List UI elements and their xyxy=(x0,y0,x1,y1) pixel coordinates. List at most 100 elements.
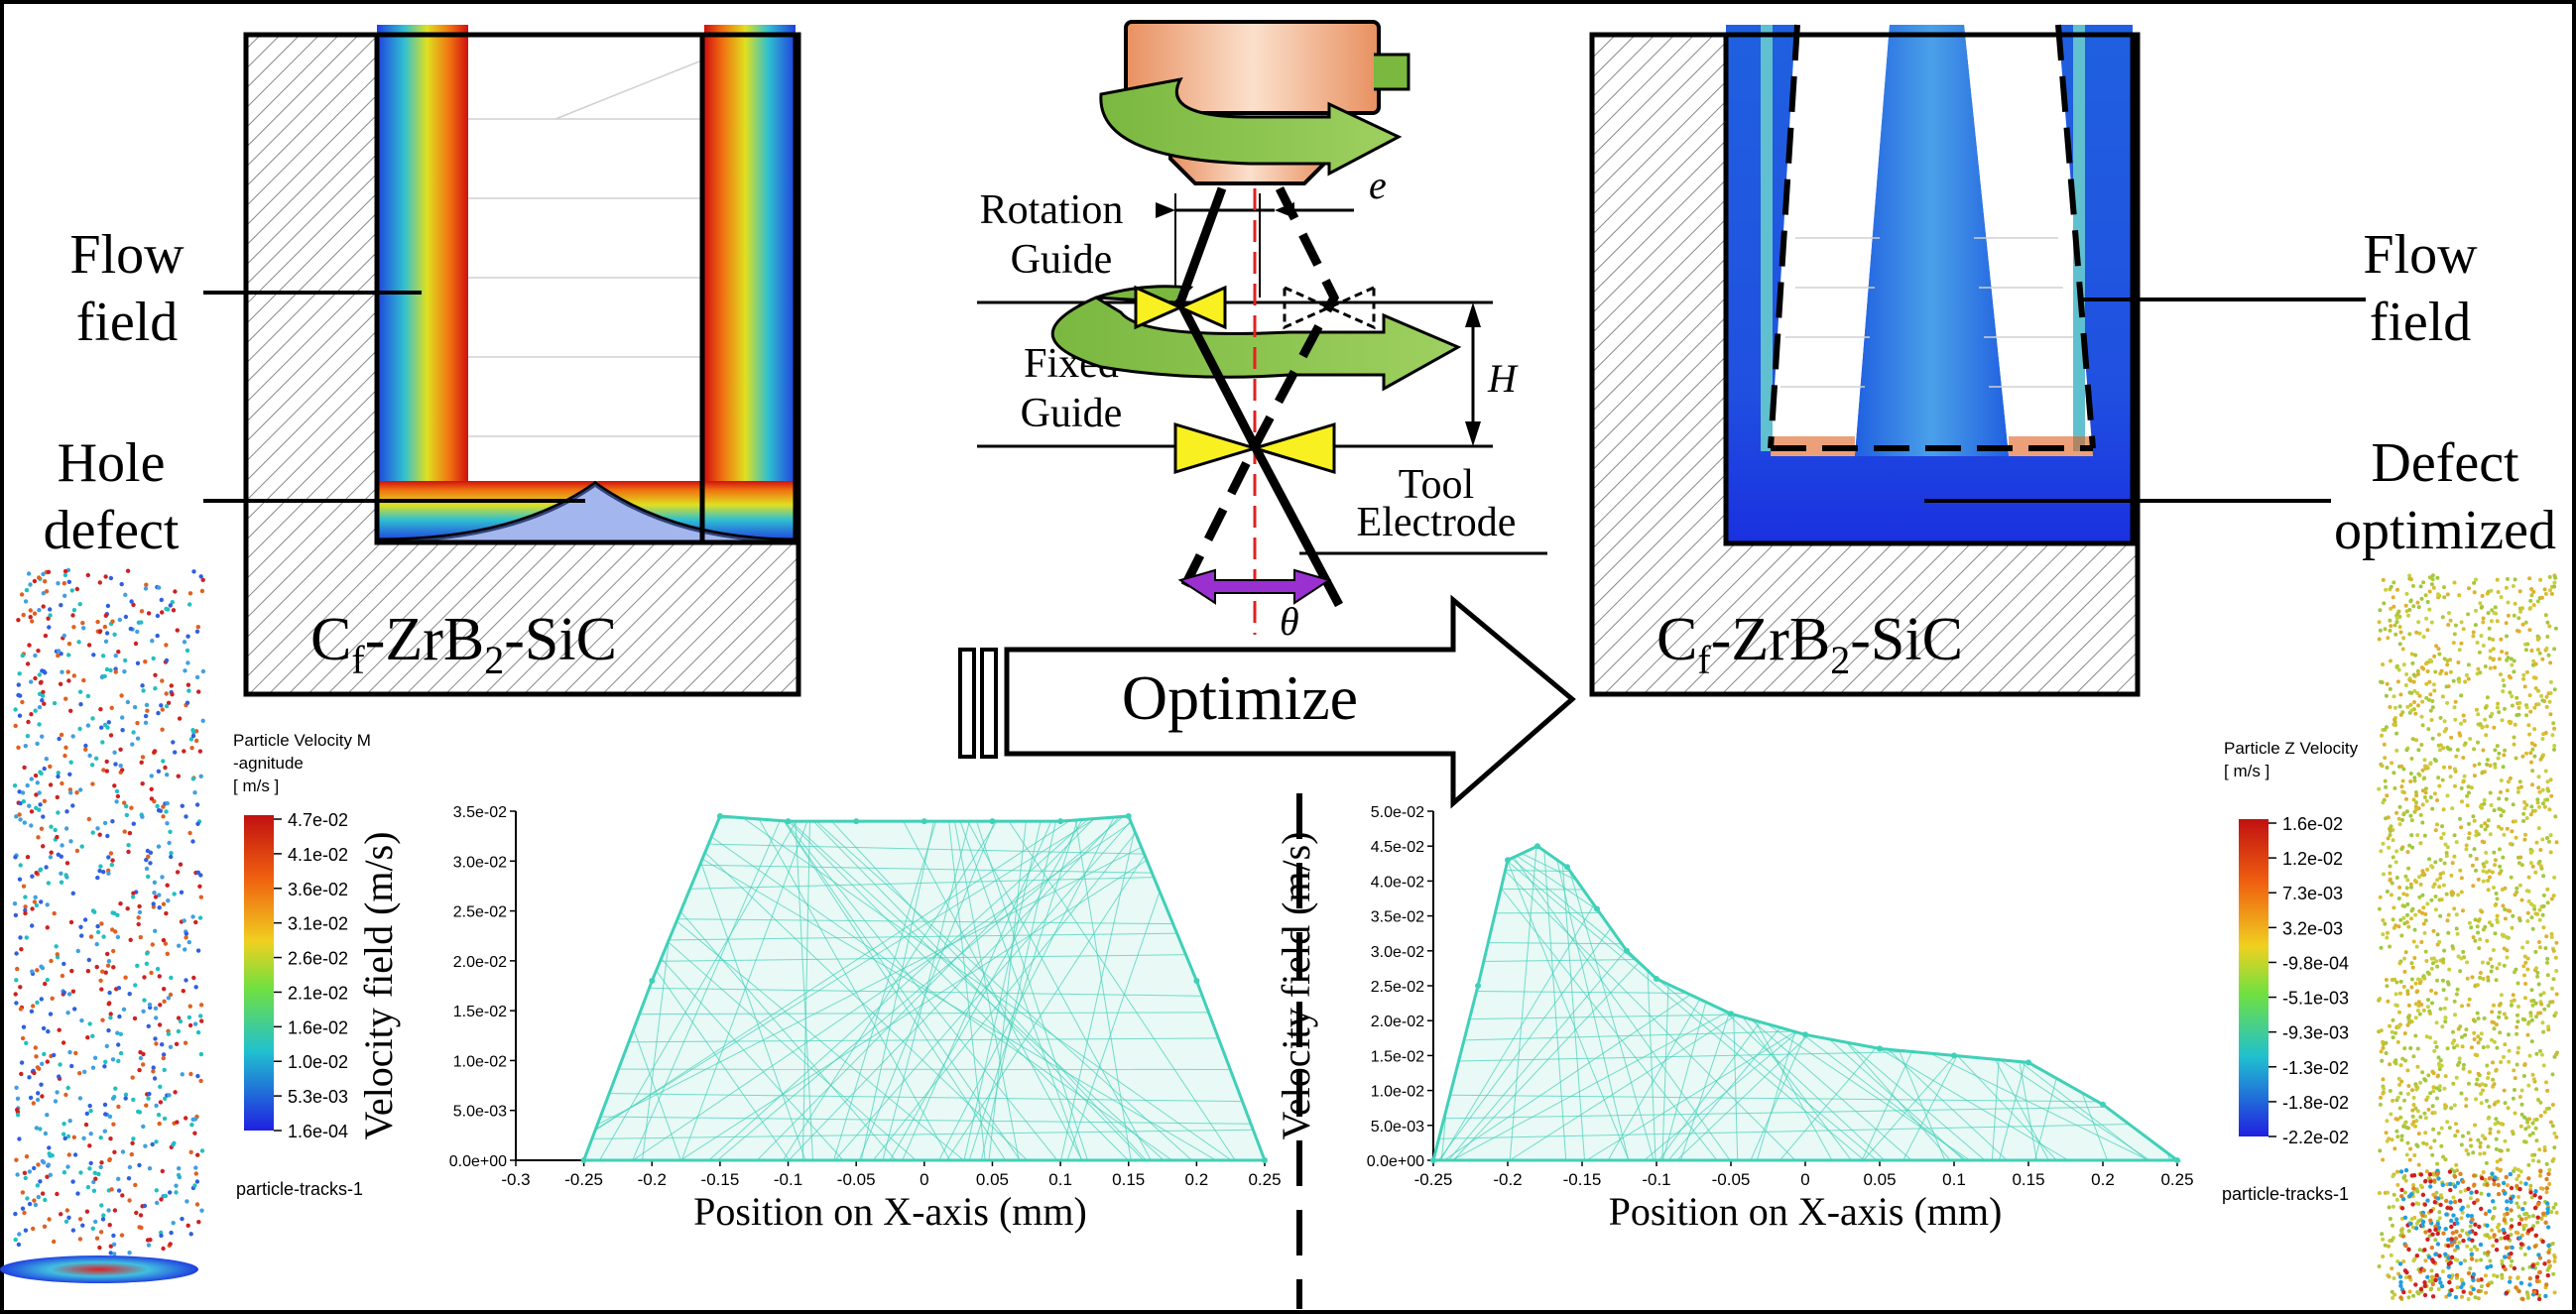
chart0-point-3 xyxy=(785,818,792,825)
chart0-ytick-7: 3.5e-02 xyxy=(453,804,507,821)
chart0-point-4 xyxy=(853,818,860,825)
right-legend-tick-8: -1.8e-02 xyxy=(2282,1093,2349,1113)
chart0-xtick-6: 0 xyxy=(920,1170,928,1189)
chart0-ytick-3: 1.5e-02 xyxy=(453,1004,507,1020)
right-legend-tick-0: 1.6e-02 xyxy=(2282,814,2343,834)
chart1-point-4 xyxy=(1564,864,1570,871)
chart0-ylabel: Velocity field (m/s) xyxy=(356,831,401,1139)
right-defect-label-1: Defect xyxy=(2371,432,2519,494)
chart0-xtick-4: -0.1 xyxy=(774,1170,802,1189)
right-legend-tick-3: 3.2e-03 xyxy=(2282,918,2343,938)
optimize-arrow: Optimize xyxy=(958,594,1576,809)
chart0-xtick-9: 0.15 xyxy=(1112,1170,1145,1189)
rotation-guide-bowtie xyxy=(1134,285,1184,330)
left-legend-tick-8: 5.3e-03 xyxy=(288,1087,348,1107)
chart1-ytick-1: 5.0e-03 xyxy=(1371,1119,1424,1135)
chart-right: 0.0e+005.0e-031.0e-021.5e-022.0e-022.5e-… xyxy=(1274,804,2194,1234)
chart1-ytick-7: 3.5e-02 xyxy=(1371,909,1424,926)
chart0-ytick-0: 0.0e+00 xyxy=(449,1153,507,1170)
chart0-ytick-6: 3.0e-02 xyxy=(453,854,507,871)
right-flow-label-1: Flow xyxy=(2363,224,2478,286)
right-legend-tick-9: -2.2e-02 xyxy=(2282,1128,2349,1147)
left-legend-tick-2: 3.6e-02 xyxy=(288,880,348,899)
tool-electrode-label-2: Electrode xyxy=(1357,500,1517,545)
chart1-ytick-10: 5.0e-02 xyxy=(1371,804,1424,821)
right-material-label: Cf-ZrB2-SiC xyxy=(1656,606,1963,682)
chart1-point-9 xyxy=(1802,1031,1808,1038)
chart1-xtick-9: 0.2 xyxy=(2091,1170,2115,1189)
chart1-point-2 xyxy=(1505,857,1511,864)
chart1-xtick-6: 0.05 xyxy=(1863,1170,1896,1189)
chart0-point-8 xyxy=(1125,813,1132,819)
right-legend: Particle Z Velocity [ m/s ] 1.6e-021.2e-… xyxy=(2222,739,2359,1204)
chart0-xtick-11: 0.25 xyxy=(1248,1170,1281,1189)
right-legend-tick-4: -9.8e-04 xyxy=(2282,953,2349,973)
chart1-point-6 xyxy=(1624,947,1630,954)
svg-text:Particle Velocity M: Particle Velocity M xyxy=(233,731,371,750)
right-legend-tick-6: -9.3e-03 xyxy=(2282,1023,2349,1043)
guide-rotation-arrow xyxy=(1050,296,1462,392)
chart1-ytick-2: 1.0e-02 xyxy=(1371,1084,1424,1101)
chart1-point-7 xyxy=(1654,976,1659,982)
left-legend-tick-3: 3.1e-02 xyxy=(288,914,348,934)
left-legend-footer: particle-tracks-1 xyxy=(236,1179,363,1199)
theta-label: θ xyxy=(1280,599,1299,644)
chart1-point-3 xyxy=(1534,843,1540,850)
right-legend-tick-5: -5.1e-03 xyxy=(2282,989,2349,1009)
machining-schematic: e Rotation Guide Fixed Guide Tool Electr… xyxy=(977,20,1547,644)
chart0-point-5 xyxy=(920,818,927,825)
chart1-ytick-6: 3.0e-02 xyxy=(1371,944,1424,961)
chart0-xlabel: Position on X-axis (mm) xyxy=(693,1189,1087,1234)
chart0-xtick-10: 0.2 xyxy=(1185,1170,1209,1189)
chart0-xtick-7: 0.05 xyxy=(976,1170,1009,1189)
right-colorbar xyxy=(2239,819,2269,1136)
right-flow-field xyxy=(1761,25,2093,456)
left-colorbar xyxy=(244,815,274,1131)
chart0-point-10 xyxy=(1262,1157,1268,1163)
chart1-point-8 xyxy=(1728,1011,1734,1017)
tool-electrode xyxy=(1175,186,1343,608)
chart1-xtick-8: 0.15 xyxy=(2012,1170,2044,1189)
chart0-xtick-2: -0.2 xyxy=(638,1170,667,1189)
left-particle-column xyxy=(0,567,206,1283)
chart1-xtick-5: 0 xyxy=(1800,1170,1809,1189)
chart0-point-7 xyxy=(1057,818,1064,825)
chart1-ytick-5: 2.5e-02 xyxy=(1371,979,1424,996)
chart-left: 0.0e+005.0e-031.0e-021.5e-022.0e-022.5e-… xyxy=(356,804,1282,1234)
left-legend-tick-9: 1.6e-04 xyxy=(288,1122,348,1141)
tool-electrode-dashed xyxy=(1175,185,1340,598)
chart0-ytick-2: 1.0e-02 xyxy=(453,1053,507,1070)
chart0-xtick-0: -0.3 xyxy=(501,1170,530,1189)
e-label: e xyxy=(1369,163,1387,207)
svg-text:[ m/s ]: [ m/s ] xyxy=(2224,762,2269,780)
tool-electrode-label-1: Tool xyxy=(1399,462,1474,508)
chart1-ylabel: Velocity field (m/s) xyxy=(1274,831,1318,1139)
optimize-label: Optimize xyxy=(1122,662,1358,733)
left-material-label: Cf-ZrB2-SiC xyxy=(310,606,617,682)
right-particle-column xyxy=(2377,573,2559,1302)
chart0-point-1 xyxy=(649,978,656,984)
right-defect-label-2: optimized xyxy=(2334,500,2556,561)
theta-arrow xyxy=(1177,568,1332,605)
chart0-ytick-5: 2.5e-02 xyxy=(453,904,507,921)
right-flow-label-2: field xyxy=(2370,292,2472,353)
chart1-point-14 xyxy=(2174,1157,2180,1163)
chart1-point-1 xyxy=(1475,983,1481,989)
chart1-xtick-3: -0.1 xyxy=(1642,1170,1670,1189)
chart1-point-10 xyxy=(1877,1045,1883,1052)
chart0-point-6 xyxy=(989,818,996,825)
chart0-xtick-8: 0.1 xyxy=(1048,1170,1072,1189)
chart1-point-13 xyxy=(2100,1101,2106,1108)
rotation-guide-label-2: Guide xyxy=(1011,237,1113,283)
right-legend-tick-7: -1.3e-02 xyxy=(2282,1058,2349,1078)
left-flow-label-2: field xyxy=(76,292,179,353)
chart1-ytick-9: 4.5e-02 xyxy=(1371,839,1424,856)
chart1-point-12 xyxy=(2025,1059,2031,1066)
chart1-xtick-7: 0.1 xyxy=(1942,1170,1966,1189)
chart1-ytick-8: 4.0e-02 xyxy=(1371,874,1424,891)
chart1-ytick-0: 0.0e+00 xyxy=(1367,1153,1424,1170)
svg-text:[ m/s ]: [ m/s ] xyxy=(233,776,279,795)
left-legend-tick-1: 4.1e-02 xyxy=(288,845,348,865)
chart0-point-9 xyxy=(1193,978,1200,984)
